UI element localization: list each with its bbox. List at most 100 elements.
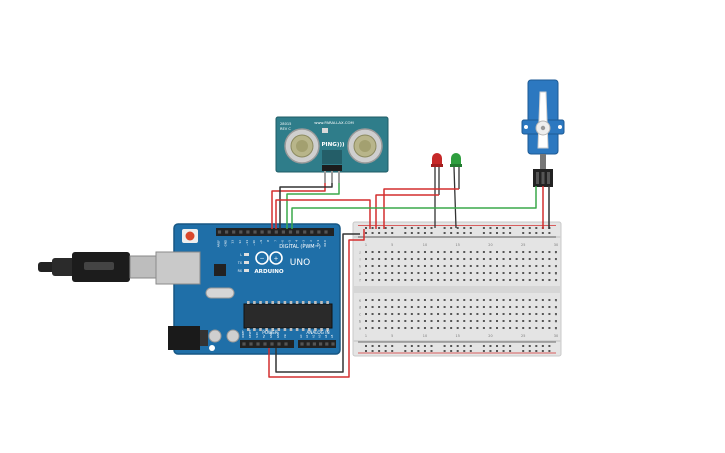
analog-pin[interactable]	[300, 342, 304, 346]
breadboard-hole[interactable]	[541, 258, 544, 260]
breadboard-hole[interactable]	[384, 258, 387, 260]
breadboard-hole[interactable]	[423, 265, 426, 267]
rail-hole[interactable]	[496, 345, 498, 347]
breadboard-hole[interactable]	[456, 313, 459, 315]
breadboard-hole[interactable]	[371, 272, 374, 274]
breadboard-hole[interactable]	[541, 299, 544, 301]
breadboard-hole[interactable]	[430, 265, 433, 267]
breadboard-hole[interactable]	[443, 251, 446, 253]
breadboard-hole[interactable]	[482, 320, 485, 322]
rail-hole[interactable]	[430, 232, 433, 234]
breadboard-hole[interactable]	[476, 327, 479, 329]
breadboard-hole[interactable]	[489, 299, 492, 301]
breadboard-hole[interactable]	[456, 320, 459, 322]
rail-hole[interactable]	[489, 345, 492, 347]
breadboard-hole[interactable]	[430, 313, 433, 315]
breadboard-hole[interactable]	[554, 251, 557, 253]
breadboard-hole[interactable]	[469, 313, 472, 315]
analog-pin[interactable]	[306, 342, 310, 346]
breadboard-hole[interactable]	[378, 265, 381, 267]
breadboard-hole[interactable]	[371, 251, 374, 253]
breadboard-hole[interactable]	[443, 272, 446, 274]
header-pin[interactable]	[274, 230, 278, 234]
breadboard-hole[interactable]	[437, 320, 440, 322]
rail-hole[interactable]	[365, 345, 367, 347]
breadboard-hole[interactable]	[528, 299, 531, 301]
breadboard-hole[interactable]	[378, 306, 381, 308]
breadboard-hole[interactable]	[365, 313, 367, 315]
breadboard-hole[interactable]	[456, 279, 459, 281]
rail-hole[interactable]	[404, 345, 407, 347]
rail-hole[interactable]	[443, 227, 446, 229]
breadboard-hole[interactable]	[417, 306, 420, 308]
rail-hole[interactable]	[541, 232, 544, 234]
breadboard-hole[interactable]	[469, 320, 472, 322]
rail-hole[interactable]	[391, 350, 394, 352]
rail-hole[interactable]	[509, 232, 512, 234]
breadboard-hole[interactable]	[410, 299, 413, 301]
rail-hole[interactable]	[404, 350, 407, 352]
breadboard-hole[interactable]	[528, 306, 531, 308]
breadboard-hole[interactable]	[456, 272, 459, 274]
breadboard-hole[interactable]	[437, 265, 440, 267]
rail-hole[interactable]	[378, 227, 381, 229]
rail-hole[interactable]	[463, 350, 466, 352]
breadboard-hole[interactable]	[430, 258, 433, 260]
breadboard-hole[interactable]	[515, 265, 518, 267]
breadboard-hole[interactable]	[509, 265, 512, 267]
breadboard-hole[interactable]	[397, 251, 400, 253]
breadboard-hole[interactable]	[384, 279, 387, 281]
breadboard-hole[interactable]	[548, 265, 551, 267]
breadboard-hole[interactable]	[554, 320, 557, 322]
breadboard-hole[interactable]	[423, 306, 426, 308]
breadboard-hole[interactable]	[463, 306, 466, 308]
breadboard-hole[interactable]	[489, 265, 492, 267]
rail-hole[interactable]	[456, 232, 459, 234]
led-red[interactable]	[431, 153, 443, 228]
breadboard-hole[interactable]	[476, 306, 479, 308]
breadboard-hole[interactable]	[391, 306, 394, 308]
breadboard-hole[interactable]	[469, 258, 472, 260]
rail-hole[interactable]	[450, 232, 453, 234]
rail-hole[interactable]	[410, 227, 413, 229]
rail-hole[interactable]	[404, 227, 407, 229]
breadboard-hole[interactable]	[410, 320, 413, 322]
breadboard-hole[interactable]	[476, 251, 479, 253]
breadboard-hole[interactable]	[548, 272, 551, 274]
breadboard-hole[interactable]	[365, 251, 367, 253]
led-green[interactable]	[450, 153, 462, 229]
breadboard-hole[interactable]	[515, 320, 518, 322]
breadboard-hole[interactable]	[463, 320, 466, 322]
rail-hole[interactable]	[417, 227, 420, 229]
rail-hole[interactable]	[522, 350, 525, 352]
rail-hole[interactable]	[443, 350, 446, 352]
power-pin[interactable]	[263, 342, 267, 346]
breadboard-hole[interactable]	[365, 299, 367, 301]
breadboard-hole[interactable]	[456, 306, 459, 308]
breadboard-hole[interactable]	[535, 327, 538, 329]
breadboard-hole[interactable]	[541, 327, 544, 329]
breadboard-hole[interactable]	[548, 313, 551, 315]
rail-hole[interactable]	[384, 227, 387, 229]
rail-hole[interactable]	[535, 232, 538, 234]
breadboard-hole[interactable]	[548, 251, 551, 253]
breadboard-hole[interactable]	[371, 327, 374, 329]
breadboard-hole[interactable]	[476, 320, 479, 322]
breadboard-hole[interactable]	[450, 272, 453, 274]
breadboard-hole[interactable]	[404, 320, 407, 322]
breadboard-hole[interactable]	[443, 265, 446, 267]
rail-hole[interactable]	[371, 345, 374, 347]
breadboard-hole[interactable]	[371, 265, 374, 267]
breadboard-hole[interactable]	[522, 320, 525, 322]
header-pin[interactable]	[310, 230, 314, 234]
breadboard-hole[interactable]	[365, 327, 367, 329]
breadboard-hole[interactable]	[489, 313, 492, 315]
breadboard-hole[interactable]	[450, 251, 453, 253]
breadboard-hole[interactable]	[384, 313, 387, 315]
breadboard-hole[interactable]	[417, 251, 420, 253]
breadboard-hole[interactable]	[423, 272, 426, 274]
header-pin[interactable]	[246, 230, 250, 234]
breadboard-hole[interactable]	[554, 258, 557, 260]
breadboard-hole[interactable]	[528, 265, 531, 267]
breadboard-hole[interactable]	[489, 272, 492, 274]
